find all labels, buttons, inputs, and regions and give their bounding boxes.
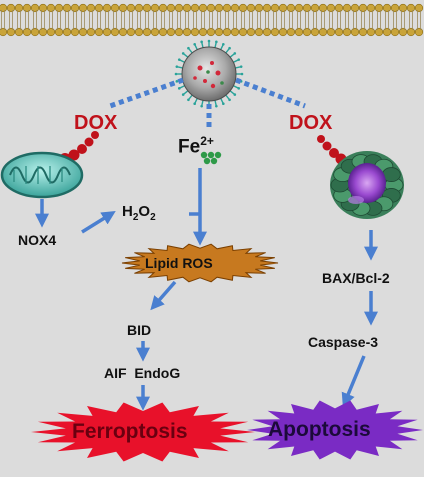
- arrow-lipid-bid: [150, 280, 177, 311]
- ferroptosis-burst: [31, 402, 255, 462]
- release-connectors: [109, 77, 306, 130]
- dox-label-right: DOX: [289, 112, 333, 134]
- apoptosis-label: Apoptosis: [268, 418, 371, 441]
- dox-label-left: DOX: [74, 112, 118, 134]
- lipid-ros-burst: [121, 243, 279, 283]
- h2o2-sub-1: 2: [132, 212, 139, 223]
- h2o2-h: H: [122, 203, 133, 220]
- nox4-label: NOX4: [18, 232, 57, 248]
- fe-symbol: Fe: [178, 136, 201, 158]
- h2o2-label: H2O2: [122, 203, 156, 223]
- bax-bcl2-label: BAX/Bcl-2: [322, 270, 390, 286]
- ferroptosis-label: Ferroptosis: [72, 420, 188, 443]
- fe-ions: [200, 151, 222, 165]
- nanoparticle-icon: [174, 39, 244, 109]
- fe-charge: 2+: [200, 134, 214, 148]
- nucleus-icon: [330, 151, 404, 219]
- aif-endog-label: AIF EndoG: [104, 365, 181, 381]
- pathway-arrows: [35, 168, 378, 411]
- cell-membrane: [0, 0, 424, 44]
- fe-label: Fe2+: [178, 134, 214, 158]
- apoptosis-burst: [247, 400, 423, 460]
- arrow-nox4-h2o2: [81, 211, 116, 234]
- h2o2-sub-2: 2: [150, 212, 156, 223]
- lipid-ros-label: Lipid ROS: [145, 255, 213, 271]
- bid-label: BID: [127, 322, 152, 338]
- mitochondrion-icon: [0, 151, 84, 199]
- arrow-caspase-apoptosis: [341, 355, 366, 408]
- h2o2-o: O: [138, 203, 151, 220]
- caspase3-label: Caspase-3: [308, 334, 379, 350]
